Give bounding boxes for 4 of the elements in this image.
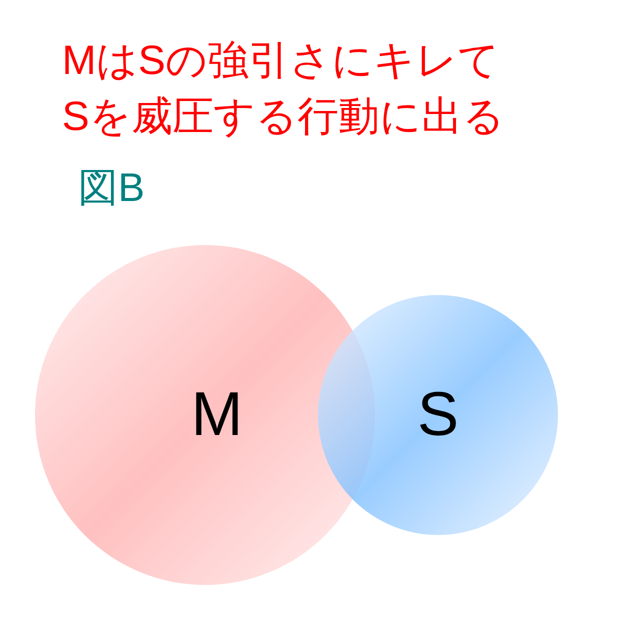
circle-label: S (417, 384, 459, 446)
figure-label: 図B (78, 168, 145, 208)
circle-label: M (191, 384, 243, 446)
title: MはSの強引さにキレてSを威圧する行動に出る (62, 36, 506, 141)
